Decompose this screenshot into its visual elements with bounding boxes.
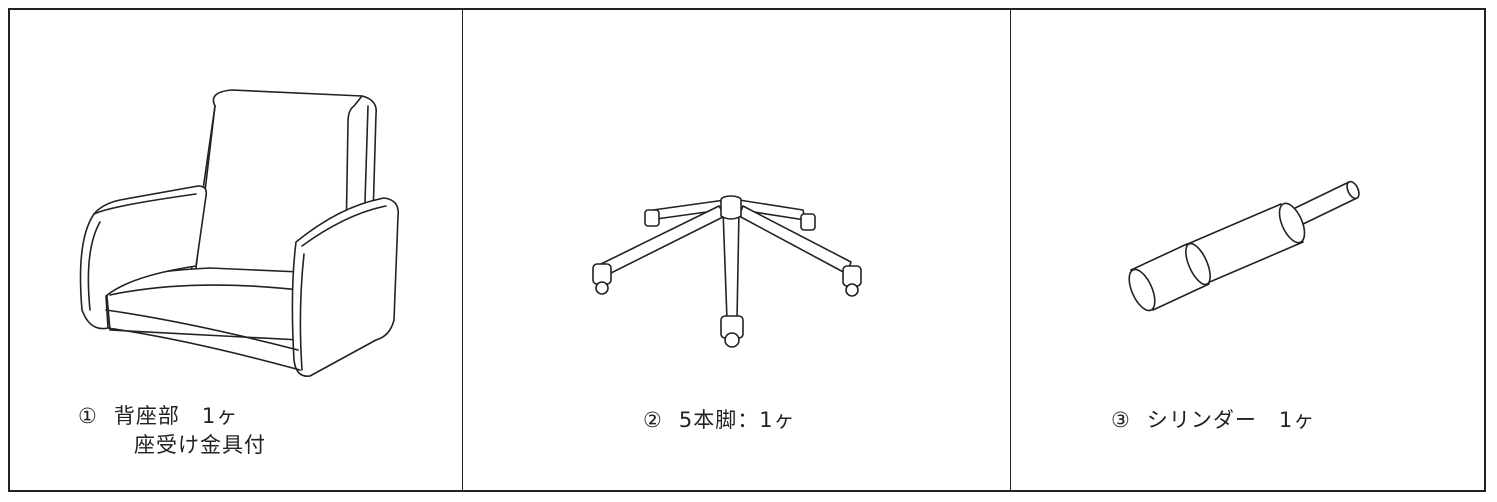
part-caption: ③ シリンダー 1ヶ <box>1111 406 1315 435</box>
part-number: ③ <box>1111 408 1131 432</box>
column-divider <box>1010 8 1011 492</box>
part-number: ① <box>78 404 98 428</box>
gas-cylinder-icon <box>1128 180 1360 312</box>
seat-back-icon <box>79 89 400 377</box>
part-number: ② <box>643 408 663 432</box>
five-star-base-icon <box>592 195 862 348</box>
part-caption: ① 背座部 1ヶ 座受け金具付 <box>78 402 266 460</box>
part-name: 背座部 1ヶ <box>113 404 239 428</box>
part-name: シリンダー 1ヶ <box>1146 408 1316 432</box>
part-name: 5本脚：1ヶ <box>678 408 796 432</box>
part-cell-cylinder: ③ シリンダー 1ヶ <box>1011 10 1486 490</box>
parts-list-frame <box>8 8 1486 492</box>
part-cell-base: ② 5本脚：1ヶ <box>463 10 1010 490</box>
column-divider <box>462 8 463 492</box>
part-cell-seat: ① 背座部 1ヶ 座受け金具付 <box>10 10 462 490</box>
part-caption: ② 5本脚：1ヶ <box>643 406 796 435</box>
part-note: 座受け金具付 <box>134 433 266 457</box>
